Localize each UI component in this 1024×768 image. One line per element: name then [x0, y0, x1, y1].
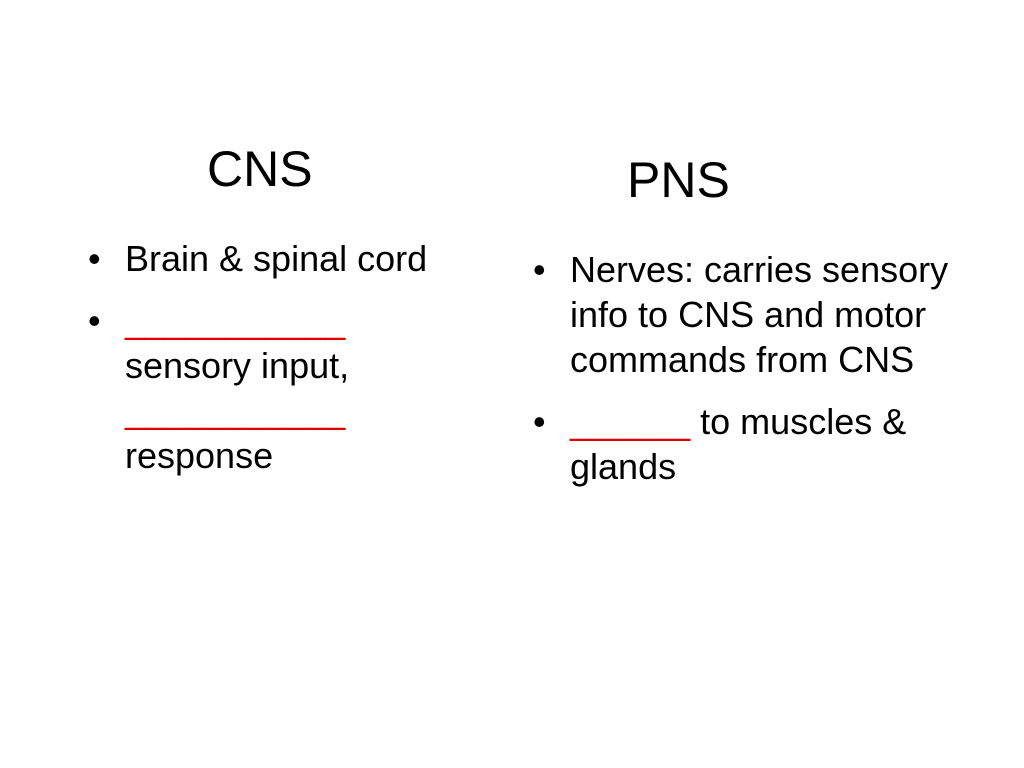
pns-bullet-list: Nerves: carries sensory info to CNS and … — [533, 247, 973, 506]
cns-blank-2: ___________ — [125, 390, 346, 431]
pns-bullet-text: Nerves: carries sensory info to CNS and … — [570, 249, 949, 380]
cns-bullet-brain-spinal-cord: Brain & spinal cord — [88, 236, 428, 281]
cns-bullet-text: Brain & spinal cord — [125, 238, 428, 279]
pns-bullet-nerves: Nerves: carries sensory info to CNS and … — [533, 247, 973, 382]
pns-blank: ______ — [570, 401, 691, 442]
pns-text-muscles-glands: to muscles & glands — [570, 401, 907, 487]
cns-bullet-list: Brain & spinal cord ___________ sensory … — [88, 236, 428, 495]
cns-title: CNS — [207, 141, 313, 197]
cns-text-sensory-input: sensory input, — [125, 345, 350, 386]
pns-title: PNS — [627, 152, 730, 208]
pns-bullet-fill-in: ______ to muscles & glands — [533, 399, 973, 489]
cns-blank-1: ___________ — [125, 300, 346, 341]
cns-bullet-fill-in: ___________ sensory input, ___________ r… — [88, 298, 428, 478]
cns-text-response: response — [125, 435, 274, 476]
